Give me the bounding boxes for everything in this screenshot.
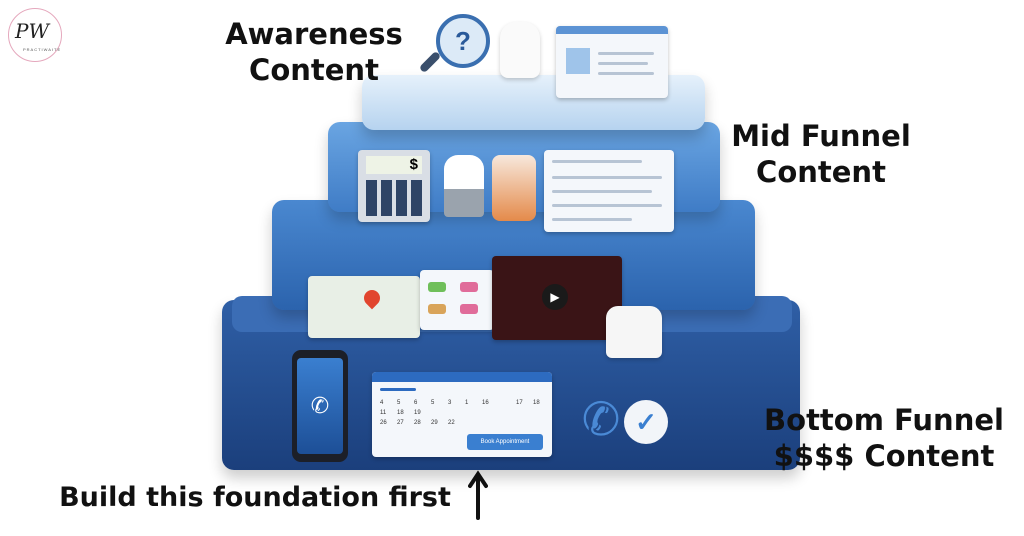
calendar-day[interactable]: 11: [380, 410, 387, 416]
calendar-day[interactable]: 18: [533, 400, 540, 406]
profile-card: [556, 26, 668, 98]
map-card: [308, 276, 420, 338]
teeth-icon: [606, 306, 662, 358]
calendar-day[interactable]: [465, 410, 481, 416]
calculator-keys: [366, 180, 422, 216]
mid-funnel-label-line2: Content: [756, 155, 886, 189]
calendar-day[interactable]: 17: [516, 400, 523, 406]
booking-calendar: 4 5 6 5 3 1 16 17 18 11 18 19 26 27 28 29 22 Book Appoin…: [372, 372, 552, 457]
calculator-display: $: [366, 156, 422, 174]
calendar-days: 4 5 6 5 3 1 16 17 18 11 18 19 26 27 28 29 22: [380, 400, 549, 426]
calendar-day[interactable]: 29: [431, 420, 438, 426]
phone-handset-icon: ✆: [581, 393, 621, 445]
dental-implant-icon: [444, 155, 484, 217]
calendar-day[interactable]: 6: [414, 400, 418, 406]
calculator-icon: $: [358, 150, 430, 222]
bottom-funnel-label-line1: Bottom Funnel: [764, 403, 1004, 437]
book-appointment-button[interactable]: Book Appointment: [467, 434, 543, 450]
calendar-day[interactable]: 3: [448, 400, 452, 406]
calendar-day[interactable]: [499, 410, 515, 416]
calendar-day[interactable]: 27: [397, 420, 404, 426]
calendar-day[interactable]: [448, 410, 464, 416]
calendar-day[interactable]: [533, 410, 549, 416]
phone-icon: ✆: [292, 350, 348, 462]
video-card[interactable]: ▶: [492, 256, 622, 340]
brand-logo: PW PRACTIWAITE: [8, 8, 62, 62]
logo-subtext: PRACTIWAITE: [23, 47, 62, 52]
calendar-day[interactable]: [516, 410, 532, 416]
calendar-day[interactable]: 5: [431, 400, 435, 406]
calendar-day[interactable]: 22: [448, 420, 455, 426]
magnifier-icon: ?: [436, 14, 490, 68]
bottom-funnel-label-line2: $$$$ Content: [773, 439, 995, 473]
calendar-day[interactable]: [431, 410, 447, 416]
mid-funnel-label-line1: Mid Funnel: [731, 119, 911, 153]
calendar-day[interactable]: 5: [397, 400, 401, 406]
avatar-icon: [566, 48, 590, 74]
foundation-label: Build this foundation first: [59, 482, 451, 513]
mid-funnel-label: Mid Funnel Content: [728, 118, 914, 190]
awareness-label-line2: Content: [249, 53, 379, 87]
logo-text: PW: [15, 19, 50, 43]
article-card: [544, 150, 674, 232]
calendar-day[interactable]: 19: [414, 410, 421, 416]
play-icon[interactable]: ▶: [542, 284, 568, 310]
up-arrow-icon: [468, 470, 488, 520]
awareness-label-line1: Awareness: [225, 17, 403, 51]
awareness-label: Awareness Content: [222, 16, 406, 88]
tooth-cross-section-icon: [492, 155, 536, 221]
calendar-day[interactable]: [482, 410, 498, 416]
calendar-day[interactable]: 28: [414, 420, 421, 426]
calendar-day[interactable]: [499, 400, 515, 406]
check-icon: ✓: [624, 400, 668, 444]
calendar-day[interactable]: 16: [482, 400, 489, 406]
color-swatch-card: [420, 270, 494, 330]
calendar-day[interactable]: 1: [465, 400, 469, 406]
bottom-funnel-label: Bottom Funnel $$$$ Content: [760, 402, 1008, 474]
calendar-day[interactable]: 4: [380, 400, 384, 406]
tooth-icon: [500, 22, 540, 78]
magnifier-handle: [418, 50, 442, 74]
question-mark: ?: [455, 26, 471, 56]
calendar-day[interactable]: 26: [380, 420, 387, 426]
map-pin-icon: [360, 286, 384, 310]
calendar-day[interactable]: 18: [397, 410, 404, 416]
